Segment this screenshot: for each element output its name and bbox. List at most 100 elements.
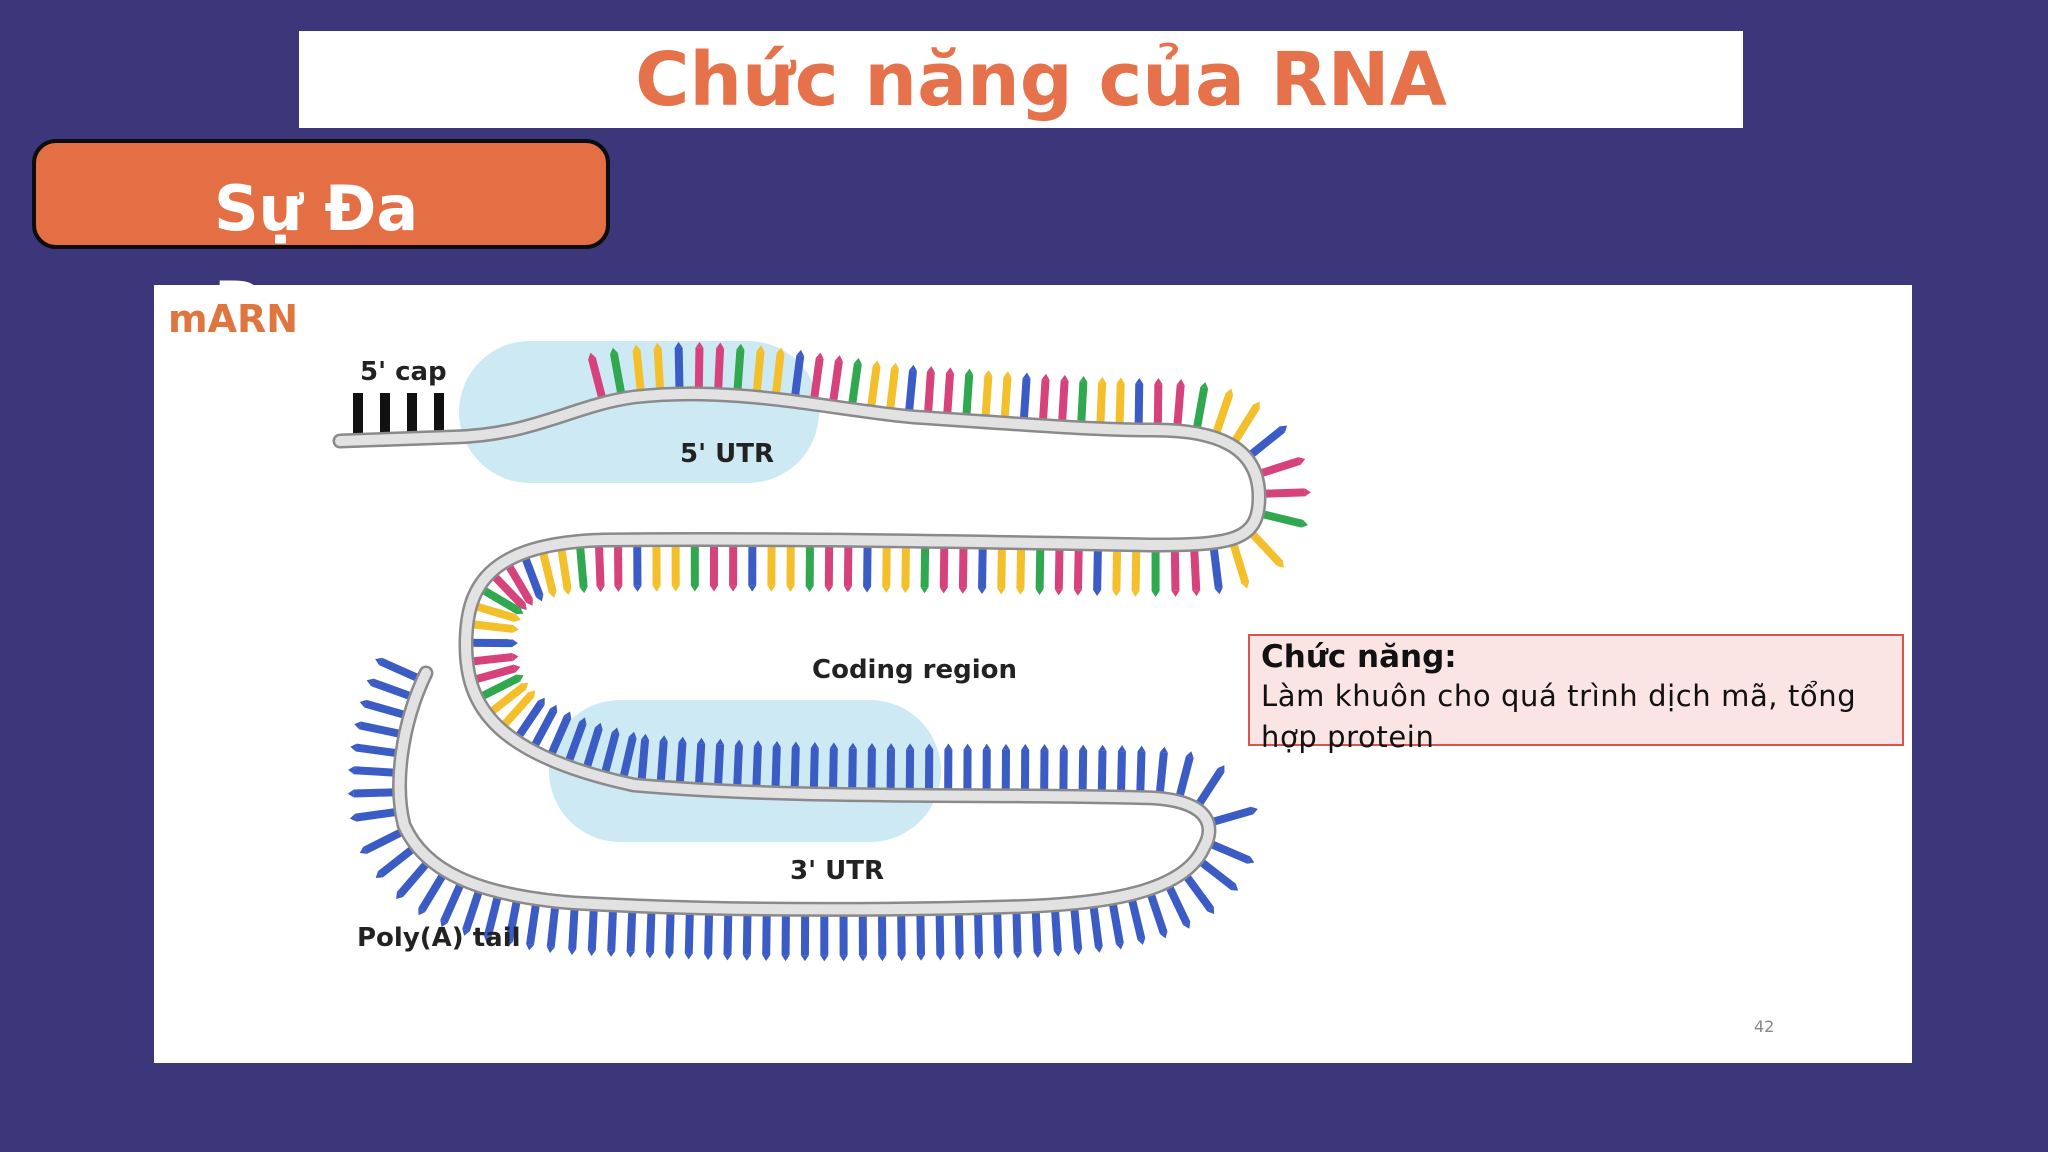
nucleotide-base [637, 733, 650, 786]
nucleotide-base [752, 740, 762, 793]
coding-region-label: Coding region [812, 655, 1017, 685]
nucleotide-base [440, 877, 467, 928]
nucleotide-base [954, 907, 964, 961]
nucleotide-base [347, 788, 400, 798]
nucleotide-base [882, 540, 891, 593]
nucleotide-base [742, 908, 752, 961]
nucleotide-base [733, 343, 745, 396]
nucleotide-base [348, 766, 401, 777]
cap-bar [380, 393, 390, 437]
nucleotide-base [1210, 388, 1234, 440]
nucleotide-base [1038, 373, 1050, 426]
nucleotide-base [839, 909, 848, 962]
nucleotide-base [848, 742, 857, 795]
nucleotide-base [1258, 488, 1311, 498]
nucleotide-base [1035, 542, 1045, 595]
nucleotide-base [502, 558, 533, 606]
nucleotide-base [487, 569, 527, 610]
nucleotide-base [1145, 887, 1168, 939]
nucleotide-base [1256, 509, 1308, 528]
nucleotide-base [1050, 904, 1062, 957]
nucleotide-base [981, 369, 993, 423]
nucleotide-base [916, 908, 925, 961]
nucleotide-base [359, 826, 409, 854]
nucleotide-base [1078, 744, 1088, 797]
section-badge: Sự Đa Dạng [32, 139, 610, 341]
nucleotide-base [786, 539, 795, 592]
nucleotide-base [1088, 900, 1103, 953]
utr5-label: 5' UTR [680, 439, 774, 469]
nucleotide-base [568, 902, 579, 955]
nucleotide-base [1204, 838, 1255, 864]
nucleotide-base [1054, 543, 1064, 596]
nucleotide-base [545, 711, 572, 761]
nucleotide-base [1192, 382, 1209, 434]
nucleotide-base [375, 842, 420, 878]
nucleotide-base [828, 742, 838, 795]
nucleotide-base [1244, 425, 1288, 462]
nucleotide-base [626, 905, 637, 958]
nucleotide-base [885, 362, 899, 415]
nucleotide-base [767, 539, 776, 592]
nucleotide-base [526, 898, 541, 951]
nucleotide-base [537, 546, 557, 598]
nucleotide-base [1228, 401, 1260, 448]
nucleotide-base [923, 366, 935, 419]
nucleotide-base [867, 742, 876, 795]
nucleotide-base [790, 349, 805, 402]
nucleotide-base [1073, 543, 1083, 596]
nucleotide-base [752, 345, 765, 398]
nucleotide-base [713, 342, 725, 395]
nucleotide-base [613, 539, 623, 592]
nucleotide-base [1020, 743, 1030, 796]
nucleotide-base [546, 900, 560, 953]
nucleotide-base [483, 890, 503, 943]
nucleotide-base [1040, 744, 1049, 797]
nucleotide-base [497, 690, 536, 732]
nucleotide-base [350, 743, 403, 758]
nucleotide-base [704, 907, 714, 961]
nucleotide-base [505, 894, 522, 947]
nucleotide-base [359, 699, 411, 721]
nucleotide-base [1134, 377, 1144, 430]
nucleotide-base [690, 539, 699, 592]
nucleotide-base [1059, 744, 1068, 797]
nucleotide-base [528, 704, 558, 753]
nucleotide-base [607, 904, 618, 957]
nucleotide-base [866, 360, 881, 413]
nucleotide-base [519, 551, 544, 602]
cap-bar [434, 393, 444, 437]
nucleotide-base [1189, 544, 1201, 597]
nucleotide-base [594, 540, 605, 593]
nucleotide-base [944, 743, 953, 796]
nucleotide-base [762, 908, 771, 961]
nucleotide-base [1155, 746, 1168, 799]
nucleotide-base [790, 741, 800, 794]
nucleotide-base [1228, 537, 1250, 589]
nucleotide-base [1206, 806, 1258, 828]
nucleotide-base [771, 740, 781, 794]
nucleotide-base [646, 906, 656, 959]
nucleotide-base [993, 907, 1003, 960]
nucleotide-base [978, 541, 987, 595]
nucleotide-base [588, 352, 608, 405]
mrna-backbone [335, 388, 1264, 915]
cap-label: 5' cap [360, 357, 447, 387]
page-title: Chức năng của RNA [635, 36, 1447, 123]
nucleotide-base [1254, 457, 1306, 479]
nucleotide-base [563, 717, 587, 768]
nucleotide-base [1077, 375, 1088, 429]
nucleotide-base [694, 737, 706, 790]
nucleotide-base [982, 743, 991, 796]
nucleotide-base [469, 601, 521, 622]
nucleotide-base [733, 739, 743, 792]
nucleotide-base [962, 368, 974, 421]
nucleotide-base [1163, 880, 1191, 929]
nucleotide-base [609, 347, 627, 400]
mrna-heading: mARN [168, 297, 299, 341]
nucleotide-base [632, 344, 646, 397]
nucleotide-base [1192, 765, 1225, 811]
nucleotide-base [465, 638, 519, 648]
nucleotide-base [877, 909, 887, 962]
nucleotide-base [1097, 744, 1107, 797]
